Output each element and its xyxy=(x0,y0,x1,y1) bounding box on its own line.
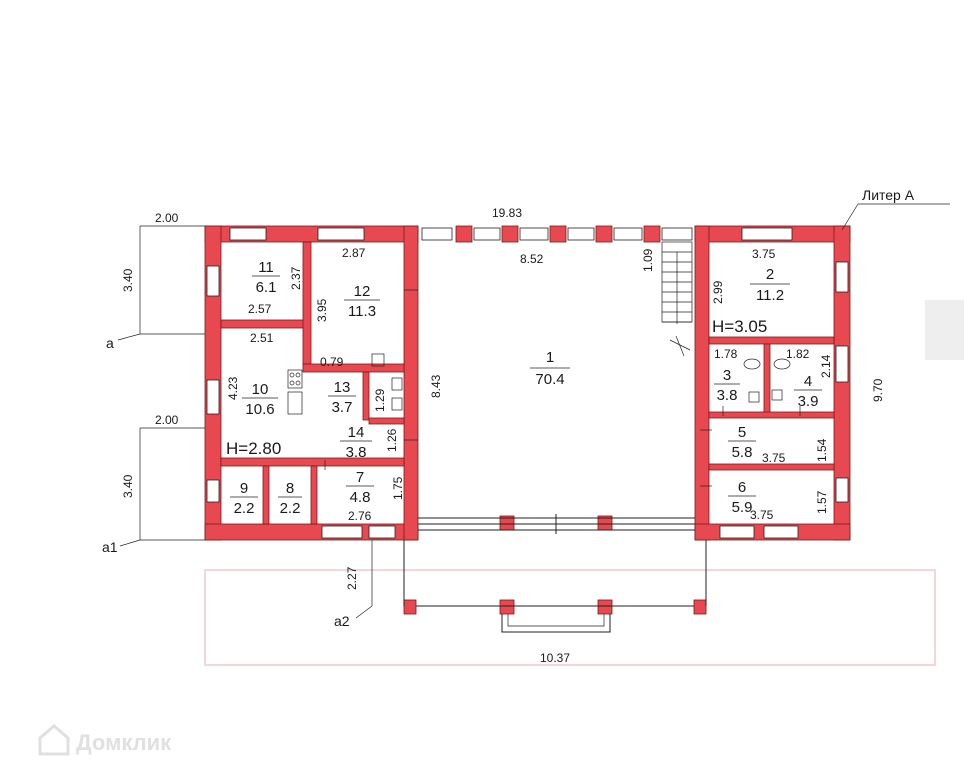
dim-r13-h: 1.29 xyxy=(373,388,387,412)
dim-left-top-height: 3.40 xyxy=(121,268,135,292)
height-right: Н=3.05 xyxy=(712,317,767,336)
room-9-num: 9 xyxy=(240,480,248,497)
room-6-area: 5.9 xyxy=(732,499,753,516)
dim-hall-h: 8.43 xyxy=(429,374,443,398)
house-logo-icon xyxy=(38,724,70,756)
dim-r6-h: 1.57 xyxy=(815,490,829,514)
dim-stair: 1.09 xyxy=(641,248,655,272)
dim-r14-h: 1.26 xyxy=(385,428,399,452)
room-14-area: 3.8 xyxy=(346,444,367,461)
room-7-area: 4.8 xyxy=(350,489,371,506)
room-7-num: 7 xyxy=(356,469,364,486)
dim-bottom-width: 10.37 xyxy=(540,651,570,665)
dim-r4-h: 2.14 xyxy=(819,354,833,378)
room-4-area: 3.9 xyxy=(798,393,819,410)
dim-r2-w: 3.75 xyxy=(752,247,776,261)
room-3-area: 3.8 xyxy=(717,387,738,404)
dim-r11-h: 2.37 xyxy=(289,266,303,290)
dim-r7-w: 2.76 xyxy=(348,509,372,523)
windows xyxy=(206,227,849,539)
dim-left-bottom-height: 3.40 xyxy=(121,474,135,498)
dim-r12-w: 2.87 xyxy=(342,246,366,260)
dim-r11-w: 2.57 xyxy=(248,302,272,316)
watermark-text: Домклик xyxy=(76,730,172,755)
dim-r12-h: 3.95 xyxy=(315,298,329,322)
dimension-lines xyxy=(117,203,950,619)
room-11-num: 11 xyxy=(258,259,274,276)
interior-lines xyxy=(287,241,801,633)
watermark: Домклик xyxy=(38,724,172,756)
room-13-num: 13 xyxy=(334,379,351,396)
room-14-num: 14 xyxy=(348,424,365,441)
room-11-area: 6.1 xyxy=(256,279,277,296)
room-6-num: 6 xyxy=(738,479,746,496)
axis-a: а xyxy=(106,335,114,351)
room-5-area: 5.8 xyxy=(732,444,753,461)
axis-a1: а1 xyxy=(102,539,118,555)
room-2-num: 2 xyxy=(766,266,774,283)
room-4-num: 4 xyxy=(804,373,812,390)
axis-a2: а2 xyxy=(334,613,350,629)
dim-r5-w: 3.75 xyxy=(762,451,786,465)
dim-r5-h: 1.54 xyxy=(815,438,829,462)
room-3-num: 3 xyxy=(723,367,731,384)
dim-left-top-offset: 2.00 xyxy=(155,211,179,225)
room-9-area: 2.2 xyxy=(234,500,255,517)
room-1-area: 70.4 xyxy=(535,371,564,388)
dim-r7-h: 1.75 xyxy=(391,476,405,500)
room-labels: 1 70.4 2 11.2 3 3.8 4 3.9 5 5.8 6 5.9 7 … xyxy=(230,259,822,517)
room-8-area: 2.2 xyxy=(280,500,301,517)
room-13-area: 3.7 xyxy=(332,399,353,416)
faint-outline xyxy=(204,569,936,666)
dim-r13-w: 0.79 xyxy=(320,355,344,369)
dim-r4-w: 1.82 xyxy=(786,347,810,361)
room-1-num: 1 xyxy=(546,349,554,366)
dim-r10-h: 4.23 xyxy=(226,376,240,400)
dim-left-bottom-offset: 2.00 xyxy=(155,413,179,427)
dim-r2-h: 2.99 xyxy=(711,280,725,304)
room-5-num: 5 xyxy=(738,424,746,441)
room-10-num: 10 xyxy=(252,381,269,398)
room-12-num: 12 xyxy=(354,283,371,300)
room-8-num: 8 xyxy=(286,480,294,497)
room-2-area: 11.2 xyxy=(756,287,784,304)
scan-edge xyxy=(925,300,964,360)
height-left: Н=2.80 xyxy=(226,439,281,458)
room-10-area: 10.6 xyxy=(245,401,274,418)
dim-r10-w: 2.51 xyxy=(250,331,274,345)
dim-hall-width: 8.52 xyxy=(520,252,544,266)
dim-r6-w: 3.75 xyxy=(750,508,774,522)
dim-r3-w: 1.78 xyxy=(714,347,738,361)
room-12-area: 11.3 xyxy=(348,303,376,320)
dim-top-width: 19.83 xyxy=(492,206,522,220)
dim-porch-depth: 2.27 xyxy=(345,566,359,590)
liter-label: Литер А xyxy=(862,187,915,203)
dim-right-height: 9.70 xyxy=(871,378,885,402)
room-dimensions: 2.57 2.37 2.87 3.95 2.51 4.23 0.79 1.29 … xyxy=(226,246,833,523)
